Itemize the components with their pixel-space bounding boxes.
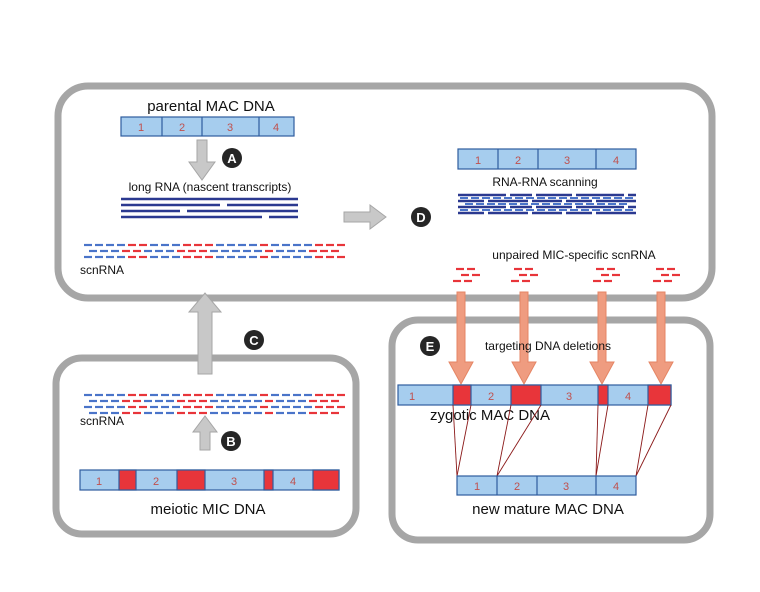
zygotic-mac-dna-label: zygotic MAC DNA — [430, 407, 550, 424]
parental-panel — [54, 82, 716, 302]
badge-d: D — [411, 207, 431, 227]
zygotic-segment-4: 4 — [625, 391, 631, 403]
meiotic-mic-dna-bar: 1 2 3 4 — [79, 469, 340, 491]
rna-rna-scanning-label: RNA-RNA scanning — [492, 175, 597, 189]
zygotic-mac-dna-bar: 1 2 3 4 — [397, 384, 672, 406]
new-mature-mac-dna-bar: 1 2 3 4 — [456, 475, 637, 496]
long-rna-label: long RNA (nascent transcripts) — [129, 180, 292, 194]
scanning-segment-2: 2 — [515, 155, 521, 167]
deletion-lines — [452, 404, 672, 477]
new-mature-mac-dna-label: new mature MAC DNA — [472, 501, 624, 518]
orange-arrow-3 — [589, 291, 615, 386]
scnrna-bottom-label: scnRNA — [80, 414, 124, 428]
zygotic-panel — [388, 316, 714, 544]
scnrna-top-fragments — [84, 243, 345, 259]
mature-segment-1: 1 — [474, 481, 480, 493]
scanning-mac-dna-bar: 1 2 3 4 — [457, 148, 637, 170]
zygotic-segment-2: 2 — [488, 391, 494, 403]
scanning-strands — [458, 193, 636, 215]
badge-d-letter: D — [416, 210, 425, 225]
arrow-b — [192, 415, 218, 451]
badge-b-letter: B — [226, 434, 235, 449]
scnrna-top-label: scnRNA — [80, 263, 124, 277]
long-rna-strands — [121, 197, 298, 219]
orange-arrows — [448, 291, 674, 386]
arrow-a — [188, 139, 216, 181]
badge-a: A — [222, 148, 242, 168]
unpaired-label: unpaired MIC-specific scnRNA — [492, 248, 655, 262]
badge-c-letter: C — [249, 333, 259, 348]
meiotic-segment-2: 2 — [153, 476, 159, 488]
parental-segment-4: 4 — [273, 122, 279, 134]
parental-segment-2: 2 — [179, 122, 185, 134]
meiotic-segment-3: 3 — [231, 476, 237, 488]
orange-arrow-2 — [511, 291, 537, 386]
badge-e-letter: E — [426, 339, 435, 354]
badge-a-letter: A — [227, 151, 237, 166]
zygotic-segment-1: 1 — [409, 391, 415, 403]
meiotic-segment-1: 1 — [96, 476, 102, 488]
meiotic-segment-4: 4 — [290, 476, 296, 488]
zygotic-segment-3: 3 — [566, 391, 572, 403]
badge-b: B — [221, 431, 241, 451]
parental-segment-3: 3 — [227, 122, 233, 134]
scanning-segment-3: 3 — [564, 155, 570, 167]
orange-arrow-1 — [448, 291, 474, 386]
badge-e: E — [420, 336, 440, 356]
scanning-segment-4: 4 — [613, 155, 619, 167]
scnrna-bottom-fragments — [84, 393, 345, 415]
parental-segment-1: 1 — [138, 122, 144, 134]
meiotic-mic-dna-label: meiotic MIC DNA — [150, 501, 265, 518]
orange-arrow-4 — [648, 291, 674, 386]
arrow-d — [343, 204, 387, 230]
unpaired-scnrna-fragments — [453, 267, 680, 283]
badge-c: C — [244, 330, 264, 350]
mature-segment-2: 2 — [514, 481, 520, 493]
targeting-label: targeting DNA deletions — [485, 339, 611, 353]
scanning-segment-1: 1 — [475, 155, 481, 167]
parental-mac-dna-label: parental MAC DNA — [147, 98, 275, 115]
parental-mac-dna-bar: 1 2 3 4 — [120, 116, 295, 137]
mature-segment-4: 4 — [613, 481, 619, 493]
arrow-c — [187, 292, 223, 375]
mature-segment-3: 3 — [563, 481, 569, 493]
